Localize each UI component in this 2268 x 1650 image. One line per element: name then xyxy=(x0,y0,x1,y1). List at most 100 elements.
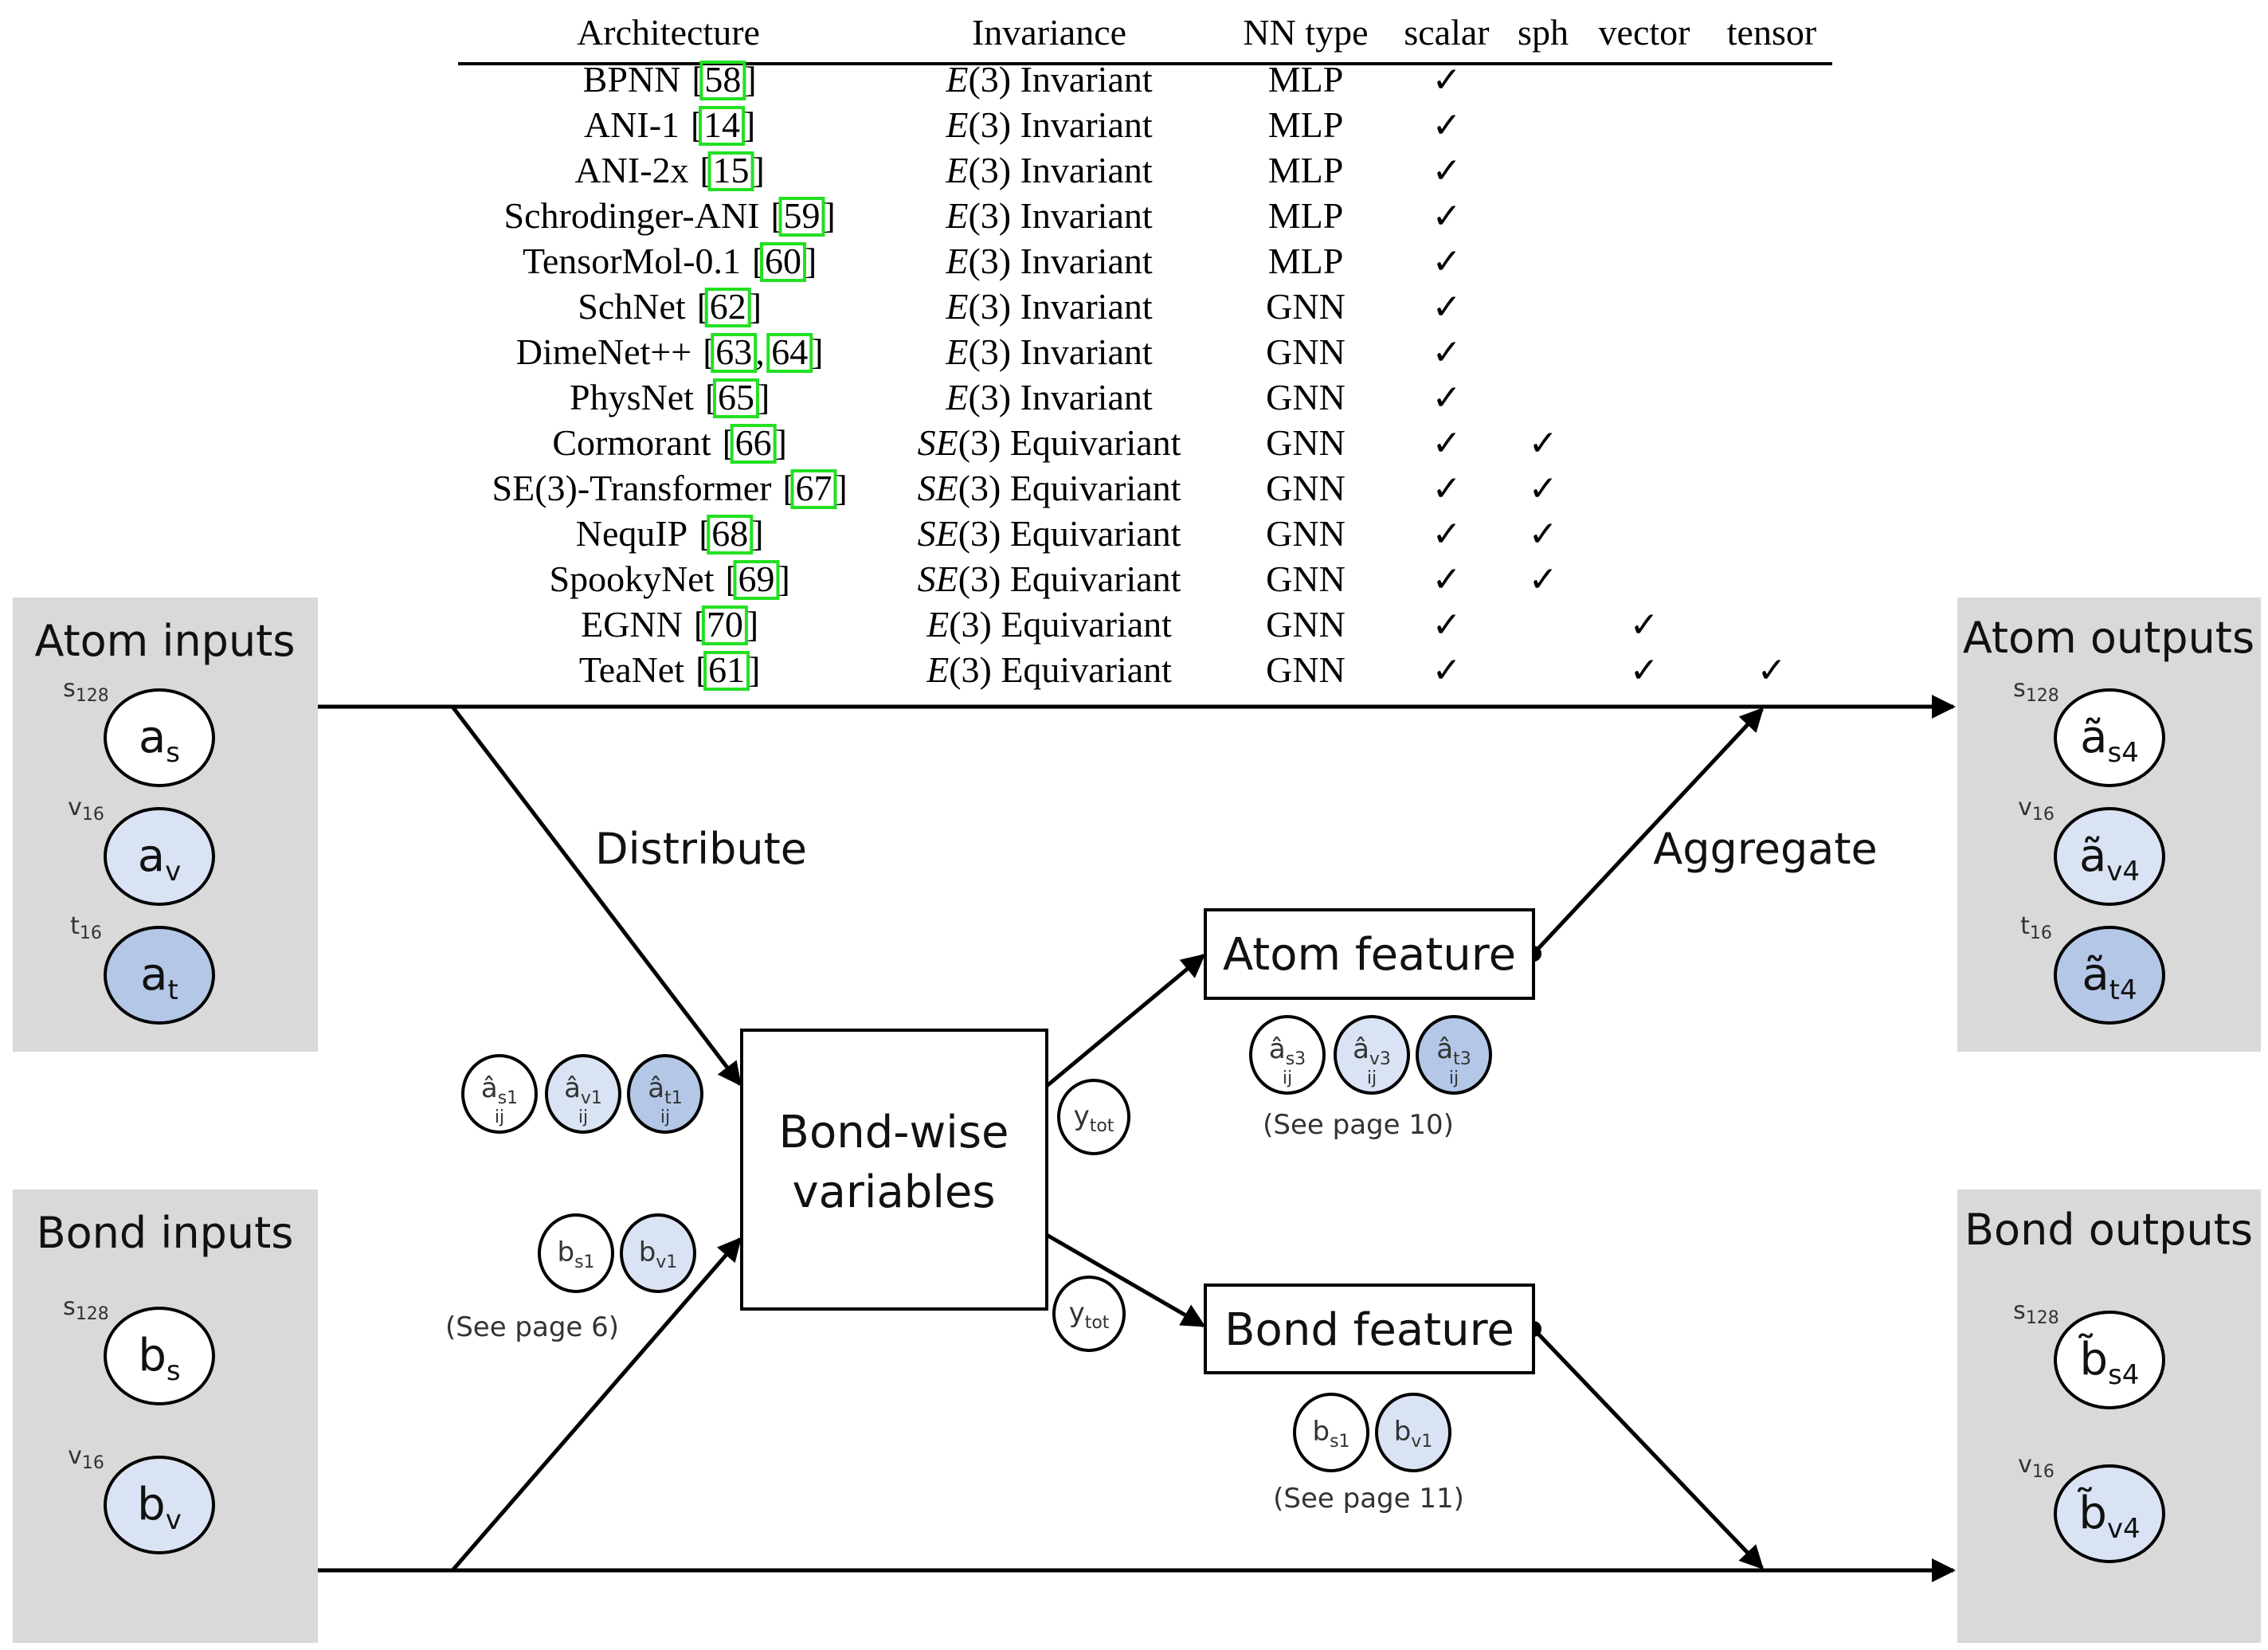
node-symbol: âs3 xyxy=(1269,1033,1306,1069)
citation-link[interactable]: 65 xyxy=(718,377,754,417)
node-symbol: b̃v4 xyxy=(2077,1487,2141,1545)
citation-link[interactable]: 66 xyxy=(735,422,772,463)
node-circle xyxy=(2054,807,2165,906)
dimension-label: v16 xyxy=(2018,1451,2055,1482)
dimension-label: v16 xyxy=(68,1442,104,1473)
node-circle xyxy=(104,688,215,787)
check-scalar: ✓ xyxy=(1432,241,1462,282)
citation-link[interactable]: 63 xyxy=(715,331,752,372)
architecture-name: Schrodinger-ANI xyxy=(504,195,760,236)
nn-type-cell: GNN xyxy=(1266,286,1346,327)
panel-nodes: ass128avv16att16bss128bvv16ãs4s128ãv4v16… xyxy=(63,675,2165,1563)
node-circle xyxy=(1249,1015,1326,1095)
node-index: ij xyxy=(495,1107,504,1127)
citation-link[interactable]: 67 xyxy=(795,468,832,508)
citation-box xyxy=(790,469,837,509)
citation-link[interactable]: 68 xyxy=(711,513,748,554)
citation-link[interactable]: 64 xyxy=(771,331,808,372)
table-header-tensor: tensor xyxy=(1727,12,1816,53)
node-symbol: bv xyxy=(137,1479,182,1536)
table-header-scalar: scalar xyxy=(1404,12,1489,53)
architecture-name: TensorMol-0.1 xyxy=(523,241,741,281)
atom-inputs-title: Atom inputs xyxy=(34,616,295,666)
atom-feature-note: (See page 10) xyxy=(1263,1109,1454,1141)
nn-type-cell: GNN xyxy=(1266,468,1346,508)
node-symbol: âv1 xyxy=(564,1072,602,1108)
citation-box xyxy=(699,61,746,100)
check-scalar: ✓ xyxy=(1432,468,1462,509)
citation-box xyxy=(766,333,813,373)
nn-type-cell: GNN xyxy=(1266,604,1346,645)
citation-link[interactable]: 70 xyxy=(707,604,743,645)
nn-type-cell: MLP xyxy=(1268,150,1344,190)
distribute-label: Distribute xyxy=(595,824,807,874)
nn-type-cell: GNN xyxy=(1266,331,1346,372)
citation-link[interactable]: 14 xyxy=(703,104,740,145)
citation-link[interactable]: 59 xyxy=(784,195,821,236)
bond-inputs-panel xyxy=(13,1189,318,1643)
bond-outputs-panel xyxy=(1957,1189,2261,1643)
nn-type-cell: MLP xyxy=(1268,195,1344,236)
node-circle xyxy=(1375,1393,1451,1472)
bracket-close: ] xyxy=(746,604,758,645)
bracket-close: ] xyxy=(835,468,847,508)
node-circle xyxy=(1057,1079,1130,1155)
citation-box xyxy=(733,560,780,600)
node-symbol: ât3 xyxy=(1436,1033,1471,1069)
dimension-label: s128 xyxy=(2013,1297,2059,1328)
aggregate-label: Aggregate xyxy=(1653,824,1878,874)
citation-link[interactable]: 15 xyxy=(713,150,750,190)
node-symbol: ãv4 xyxy=(2079,830,2140,888)
bond-feature-var-s1: bs1 xyxy=(1293,1393,1369,1472)
invariance-cell: E(3) Invariant xyxy=(945,150,1152,190)
check-tensor: ✓ xyxy=(1757,650,1787,691)
bond-inputs-title: Bond inputs xyxy=(37,1208,294,1258)
check-scalar: ✓ xyxy=(1432,196,1462,237)
bracket-close: ] xyxy=(824,195,836,236)
node-symbol: bs xyxy=(138,1330,180,1387)
bond-feature-var-v1: bv1 xyxy=(1375,1393,1451,1472)
citation-link[interactable]: 61 xyxy=(708,649,745,690)
nn-type-cell: GNN xyxy=(1266,513,1346,554)
invariance-cell: E(3) Invariant xyxy=(945,286,1152,327)
check-scalar: ✓ xyxy=(1432,559,1462,600)
node-circle xyxy=(461,1054,538,1134)
citation-link[interactable]: 69 xyxy=(738,558,775,599)
node-circle xyxy=(1416,1015,1492,1095)
node-circle xyxy=(104,1307,215,1405)
citation-link[interactable]: 62 xyxy=(710,286,746,327)
aggregate-arrow xyxy=(1532,707,1765,955)
bond-input-node-v: bv v16 xyxy=(68,1442,215,1554)
node-symbol: bv1 xyxy=(1394,1416,1433,1452)
citation-link[interactable]: 60 xyxy=(765,241,801,281)
architecture-name: SE(3)-Transformer xyxy=(492,468,772,508)
bondwise-variables-box: Bond-wise variables xyxy=(740,1029,1048,1311)
invariance-cell: SE(3) Equivariant xyxy=(918,513,1181,554)
to-bond-feature-arrow xyxy=(1045,1233,1206,1328)
bracket-close: ] xyxy=(743,104,755,145)
citation-box xyxy=(778,197,825,237)
node-symbol: âv3 xyxy=(1353,1033,1391,1069)
table-header-sph: sph xyxy=(1518,12,1569,53)
architecture-name: DimeNet++ xyxy=(516,331,692,372)
node-index: ij xyxy=(1283,1068,1292,1088)
check-sph: ✓ xyxy=(1529,559,1558,600)
node-index: ij xyxy=(660,1107,670,1127)
citation-box xyxy=(703,651,750,691)
atom-feature-box: Atom feature xyxy=(1204,908,1535,1000)
invariance-cell: E(3) Equivariant xyxy=(926,649,1172,690)
citation-link[interactable]: 58 xyxy=(704,59,741,100)
